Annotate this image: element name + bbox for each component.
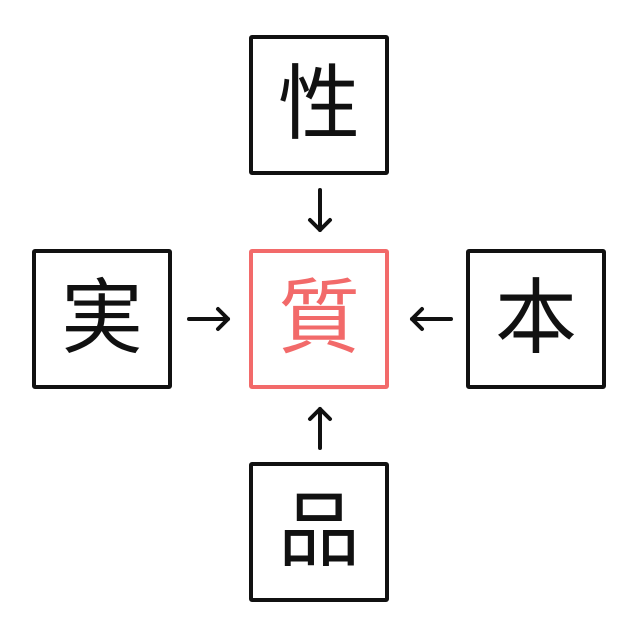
arrow-up-icon [308,407,332,450]
bottom-kanji-box: 品 [249,462,389,602]
arrow-left-icon [410,307,453,331]
arrow-right-icon [187,307,230,331]
right-kanji: 本 [494,271,577,366]
center-kanji: 質 [277,271,360,366]
left-kanji-box: 実 [32,249,172,389]
arrow-down-icon [308,188,332,232]
left-kanji: 実 [60,271,143,366]
center-answer-box: 質 [249,249,389,389]
top-kanji-box: 性 [249,35,389,175]
top-kanji: 性 [277,57,360,152]
right-kanji-box: 本 [466,249,606,389]
bottom-kanji: 品 [277,484,360,579]
